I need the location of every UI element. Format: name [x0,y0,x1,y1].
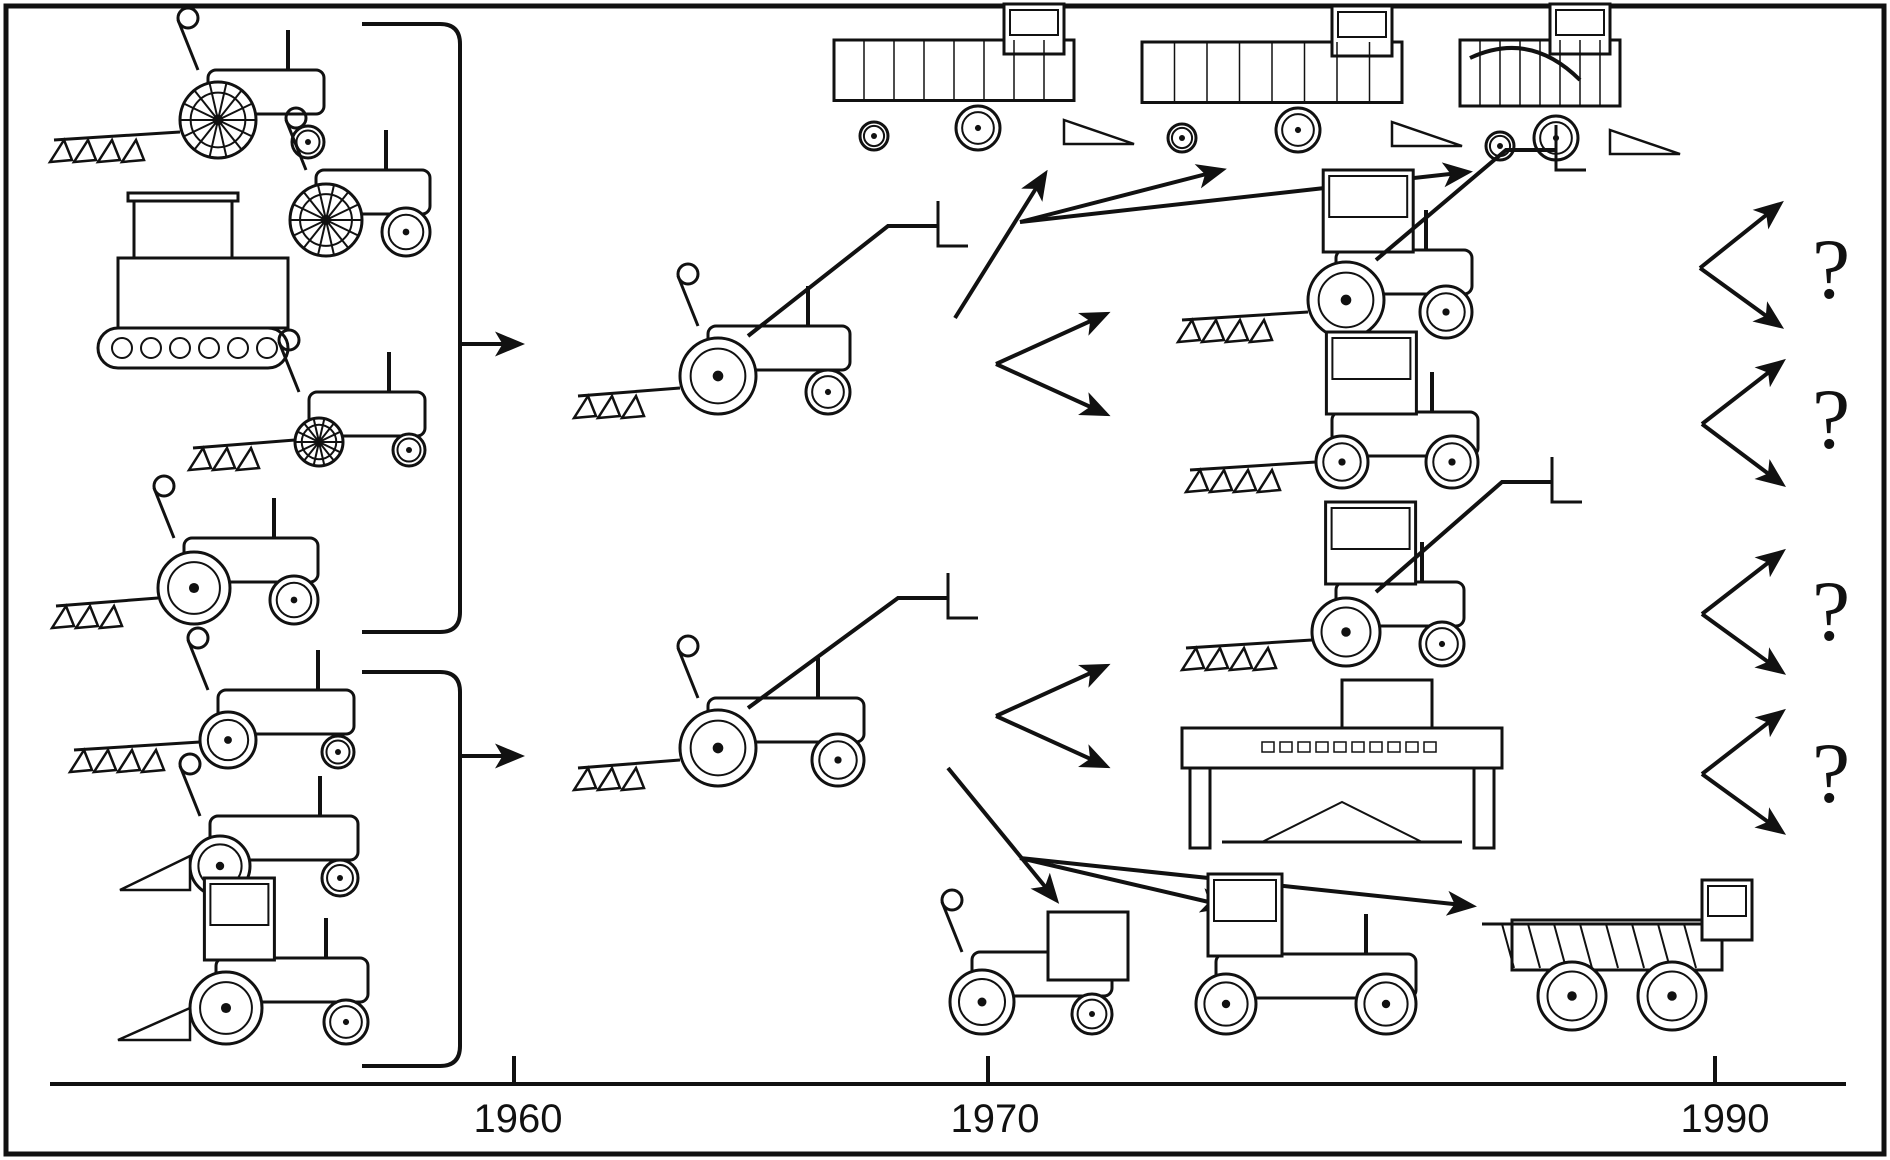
seeder-tractor-icon [120,754,358,896]
combine-harvester-icon [834,4,1134,150]
chevron-arrow-upper [996,314,1106,414]
bracket-bottom [362,672,460,1066]
question-mark-4: ? [1812,725,1850,821]
baler-harvester-icon [1142,6,1462,152]
loader-plough-tractor-icon [574,201,968,418]
tick-label-1970: 1970 [951,1097,1040,1141]
tillage-tractor-icon [70,628,354,772]
question-mark-3: ? [1812,563,1850,659]
gantry-tractor-icon [1182,680,1502,848]
sprayer-tractor-icon [1482,880,1752,1030]
tick-label-1960: 1960 [474,1097,563,1141]
crawler-tractor-icon [98,193,288,368]
tick-label-1990: 1990 [1681,1097,1770,1141]
plough-tractor-icon [52,476,318,628]
plough-tractor-cab-icon [1186,332,1478,492]
question-mark-2: ? [1812,371,1850,467]
self-propelled-carrier-icon [942,890,1128,1034]
forage-harvester-icon [1460,4,1680,160]
question-mark-1: ? [1812,221,1850,317]
early-plough-tractor-icon [50,8,324,162]
planter-tractor-icon [118,878,368,1044]
loader-implement-tractor-icon [574,573,978,790]
loader-plough-4wd-icon [1178,125,1586,342]
bracket-top [362,24,460,632]
chevron-arrow-lower [996,666,1106,766]
future-branches [1700,204,1782,832]
